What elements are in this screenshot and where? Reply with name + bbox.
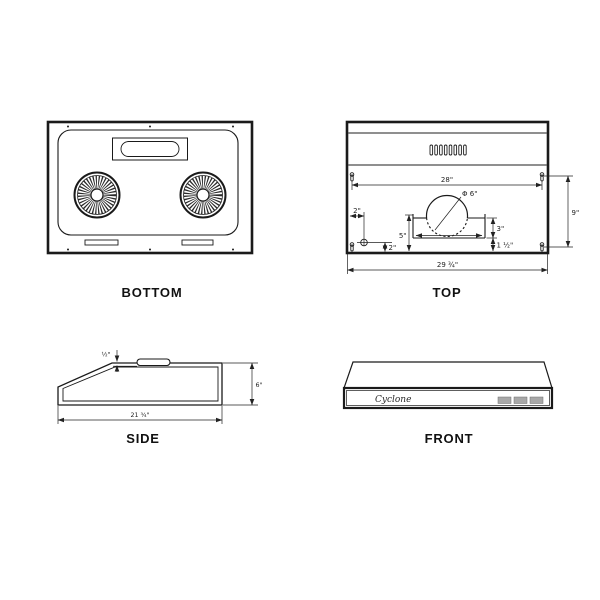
dim-hole-offset-y: 2" [382,242,397,252]
dim-lip-height: ½" [102,350,120,372]
duct-opening [425,194,469,238]
svg-text:½": ½" [102,351,111,359]
front-panel-inner-frame [346,390,550,406]
side-view-label: SIDE [126,431,160,446]
bottom-view-drawing [46,120,254,255]
top-view-drawing: 28" Φ 6" 9" 5" 3" 1 ½" [345,120,580,274]
top-view-label: TOP [432,285,462,300]
svg-text:Φ 6": Φ 6" [462,190,477,198]
control-button-2 [513,396,528,404]
front-view-label: FRONT [424,431,474,446]
damper-box [412,214,486,239]
front-top-slope [343,361,553,389]
screw-dots [67,125,234,251]
fan-blower-right [179,171,227,219]
side-view-drawing: ½" 6" 21 ¾" [57,350,263,424]
dim-damper-height: 3" [486,217,505,239]
dim-duct-diameter: Φ 6" [462,190,477,198]
dim-damper-depth: 5" [399,214,413,252]
dim-mount-spacing: 28" [351,176,543,190]
control-button-1 [497,396,512,404]
brand-logo: Cyclone [375,395,411,405]
dim-damper-to-edge: 1 ½" [490,237,514,252]
svg-text:2": 2" [353,207,361,215]
keyhole-bottom-left [349,242,355,252]
bottom-view-label: BOTTOM [121,285,183,300]
bottom-vent-slots [84,239,214,246]
lamp-panel [112,137,188,161]
duct-leader-line [434,196,462,231]
electrical-knockout-hole [357,212,392,247]
duct-collar [136,358,171,367]
side-outer-profile [57,362,223,406]
bottom-outer-housing [46,120,254,255]
front-view-drawing: Cyclone [342,361,554,410]
keyhole-top-left [349,172,355,182]
svg-text:29 ¾": 29 ¾" [437,261,458,269]
bottom-inner-panel [57,129,239,236]
svg-text:9": 9" [572,209,580,217]
dim-overall-width: 29 ¾" [347,254,548,274]
mounting-keyholes [349,172,545,252]
dim-rear-depth: 9" [544,175,580,248]
front-panel [342,386,554,410]
top-panel-seams [348,132,547,166]
svg-text:21 ¾": 21 ¾" [130,412,149,419]
svg-text:5": 5" [399,232,407,240]
dim-hole-offset-x: 2" [349,207,365,219]
svg-text:3": 3" [497,225,505,233]
svg-text:6": 6" [256,382,263,389]
control-buttons [497,396,544,404]
svg-text:1 ½": 1 ½" [497,242,514,250]
keyhole-bottom-right [539,242,545,252]
dim-body-height: 6" [223,362,263,406]
side-inner-profile [62,366,219,402]
svg-text:2": 2" [389,244,397,252]
dim-body-depth: 21 ¾" [57,406,223,424]
svg-text:28": 28" [441,176,453,184]
top-vent-slots [429,144,467,156]
top-outer-housing [345,120,550,255]
keyhole-top-right [539,172,545,182]
control-button-3 [529,396,544,404]
fan-blower-left [73,171,121,219]
